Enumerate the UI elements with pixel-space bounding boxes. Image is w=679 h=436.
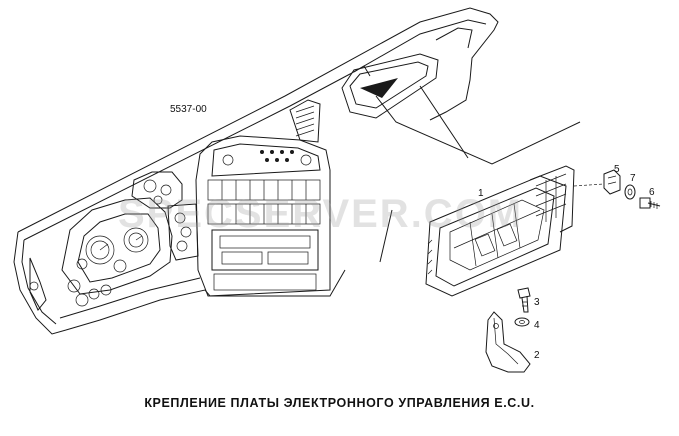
figure-caption: КРЕПЛЕНИЕ ПЛАТЫ ЭЛЕКТРОННОГО УПРАВЛЕНИЯ … — [144, 396, 535, 410]
bolt-part-3 — [517, 287, 531, 313]
leader-lines — [375, 85, 581, 263]
dashboard-assembly — [13, 7, 499, 335]
bracket-part-2 — [485, 311, 531, 373]
callout-7: 7 — [630, 173, 636, 184]
callout-3: 3 — [534, 297, 540, 308]
drawing-number-label: 5537-00 — [170, 104, 207, 115]
callout-1: 1 — [478, 188, 484, 199]
callout-6: 6 — [649, 187, 655, 198]
washer-part-4 — [514, 317, 530, 327]
screw-part-6 — [639, 197, 661, 209]
ecu-board — [425, 165, 605, 297]
callout-2: 2 — [534, 350, 540, 361]
clip-part-5 — [603, 169, 621, 195]
washer-part-7 — [624, 184, 636, 200]
callout-5: 5 — [614, 164, 620, 175]
callout-4: 4 — [534, 320, 540, 331]
